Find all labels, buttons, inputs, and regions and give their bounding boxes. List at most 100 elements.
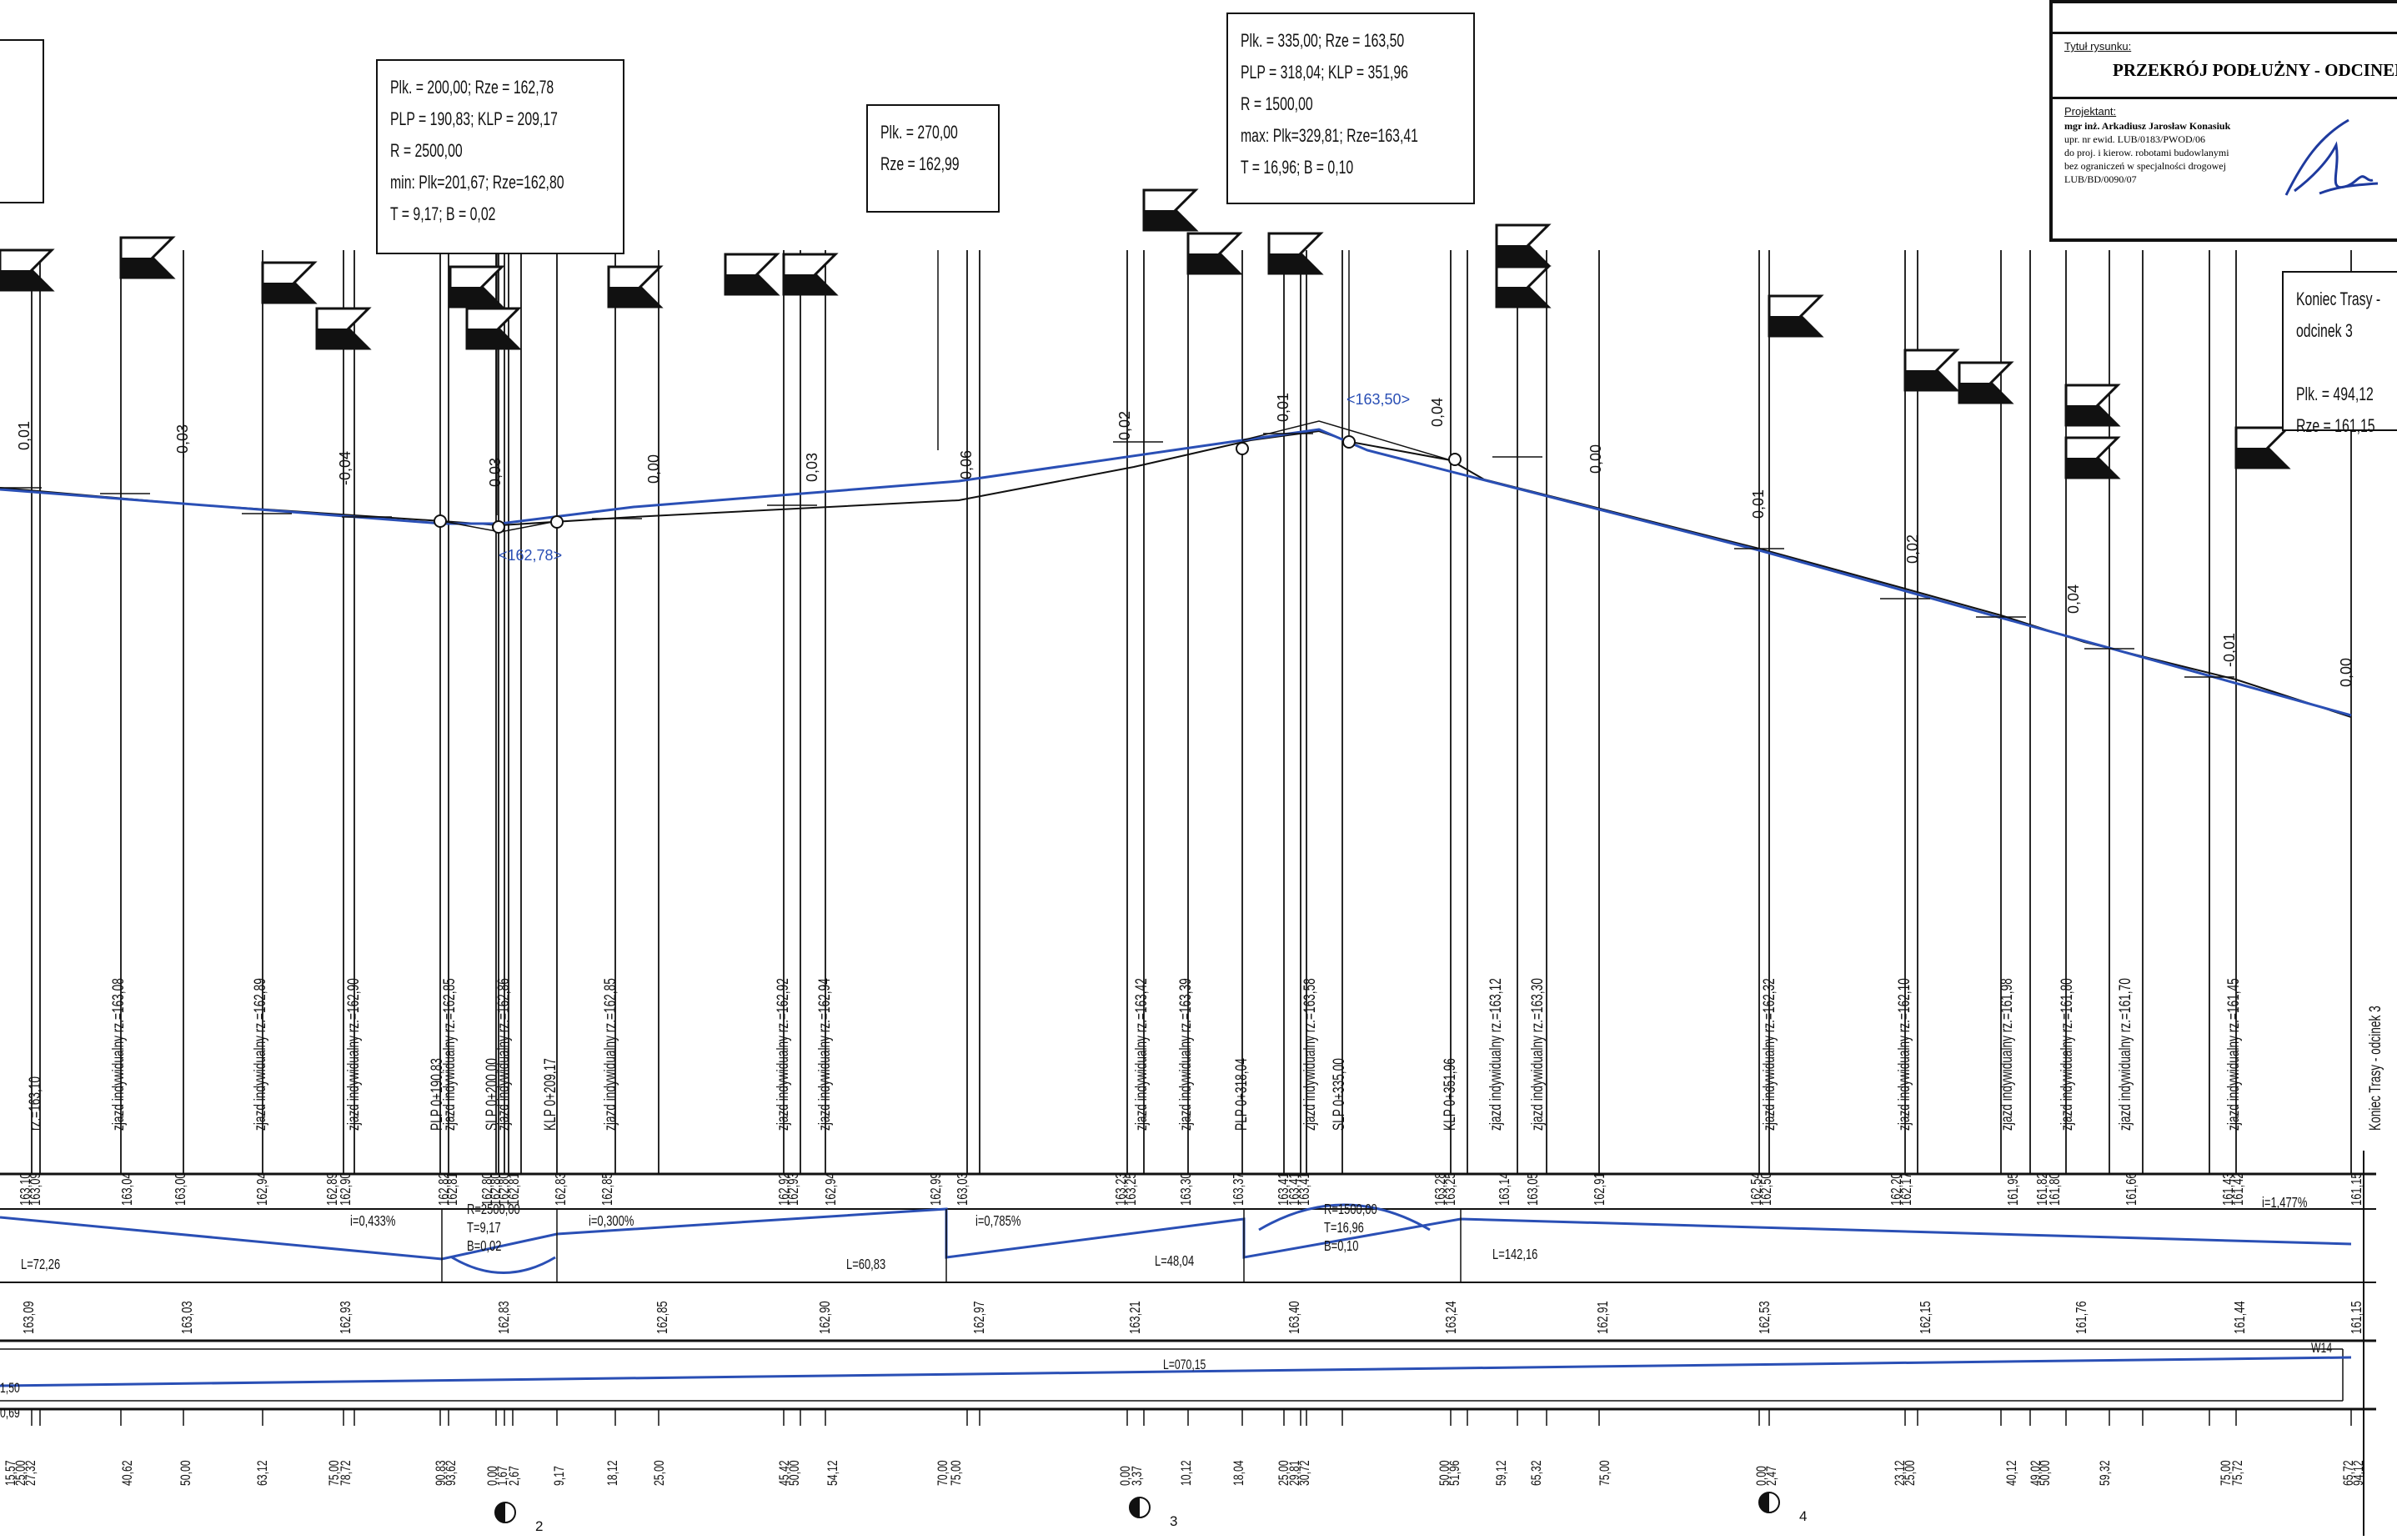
elevation-difference: 0,00	[645, 454, 662, 484]
elevation-difference: -0,04	[337, 451, 354, 485]
chainage-value: 0,00	[1754, 1466, 1769, 1486]
design-elevation: 161,76	[2074, 1301, 2090, 1334]
callout-text: odcinek 3	[2296, 322, 2353, 342]
station-description: zjazd indywidualny rz.=162,10	[1895, 978, 1913, 1131]
station-description: zjazd indywidualny rz.=163,58	[1301, 978, 1319, 1131]
designer-signature	[2284, 118, 2379, 196]
terrain-elevation: 163,25	[1123, 1172, 1140, 1206]
callout-text: Plk. = 335,00; Rze = 163,50	[1241, 32, 1404, 52]
chainage-value: 40,62	[120, 1460, 135, 1486]
terrain-elevation: 163,23	[1113, 1172, 1130, 1206]
chainage-value: 23,12	[1893, 1460, 1908, 1486]
chainage-value: 50,00	[2038, 1460, 2053, 1486]
terrain-elevation: 163,03	[955, 1172, 971, 1206]
curve-parameter: T=16,96	[1324, 1220, 1364, 1237]
plan-mark: W14	[2311, 1341, 2332, 1356]
hectometer-number: 3	[1170, 1513, 1177, 1529]
terrain-elevation: 162,94	[254, 1172, 271, 1206]
station-description: zjazd indywidualny rz.=162,86	[494, 978, 513, 1131]
station-flag	[467, 329, 519, 349]
callout-text: T = 9,17; B = 0,02	[390, 205, 495, 225]
chainage-value: 45,42	[777, 1460, 792, 1486]
callout-text: Plk. = 200,00; Rze = 162,78	[390, 78, 554, 98]
terrain-elevation: 161,66	[2124, 1172, 2140, 1206]
terrain-elevation: 163,14	[1497, 1172, 1513, 1206]
terrain-elevation: 161,80	[2047, 1172, 2064, 1206]
station-flag	[2066, 458, 2118, 478]
station-description: KLP 0+351,96	[1441, 1058, 1459, 1131]
station-flags	[0, 188, 2291, 479]
curve-parameter: B=0,02	[467, 1238, 501, 1255]
curve-point-marker	[550, 515, 564, 529]
curve-point-marker	[434, 514, 447, 528]
callout-box	[1226, 13, 1475, 204]
chainage-value: 25,00	[652, 1460, 667, 1486]
chainage-value: 40,12	[2004, 1460, 2019, 1486]
design-elevation: 162,97	[971, 1301, 988, 1334]
plan-length: L=070,15	[1163, 1357, 1206, 1372]
callout-box	[376, 59, 624, 254]
hectometer-number: 2	[535, 1518, 543, 1534]
grade-length: L=48,04	[1155, 1253, 1194, 1270]
curve-point-marker	[1342, 435, 1356, 449]
station-description: zjazd indywidualny rz.=162,89	[251, 978, 269, 1131]
design-elevation: 162,90	[817, 1301, 834, 1334]
chainage-value: 0,00	[1118, 1466, 1133, 1486]
station-flag	[1769, 316, 1821, 336]
elevation-difference: 0,06	[958, 450, 975, 479]
chainage-value: 25,00	[1903, 1460, 1918, 1486]
terrain-elevation: 162,54	[1748, 1172, 1765, 1206]
chainage-value: 50,00	[178, 1460, 193, 1486]
station-description: zjazd indywidualny rz.=161,45	[2224, 978, 2243, 1131]
chainage-value: 25,00	[1276, 1460, 1291, 1486]
chainage-value: 30,72	[1297, 1460, 1312, 1486]
design-grade-line	[0, 428, 2352, 717]
station-description: zjazd indywidualny rz.=163,30	[1528, 978, 1547, 1131]
curve-glyph	[451, 1256, 556, 1274]
terrain-elevation: 163,41	[1296, 1172, 1313, 1206]
curve-point-marker	[492, 520, 505, 534]
elevation-difference: 0,01	[16, 421, 33, 450]
design-elevation: 162,83	[496, 1301, 513, 1334]
grade-value: i=0,433%	[350, 1213, 395, 1230]
curve-point-marker	[1448, 453, 1462, 466]
plan-value: 1,50	[0, 1381, 20, 1396]
terrain-elevation: 161,42	[2230, 1172, 2247, 1206]
callout-box	[2282, 271, 2397, 431]
chainage-value: 75,00	[1597, 1460, 1612, 1486]
station-description: zjazd indywidualny rz.=161,70	[2116, 978, 2134, 1131]
chainage-value: 65,32	[1529, 1460, 1544, 1486]
terrain-elevation: 163,37	[1231, 1172, 1247, 1206]
station-description: zjazd indywidualny rz.=162,85	[440, 978, 459, 1131]
title-block: Tytuł rysunku: PRZEKRÓJ PODŁUŻNY - ODCIN…	[2049, 0, 2397, 242]
callout-text: Rze = 162,99	[880, 155, 960, 175]
chainage-value: 63,12	[255, 1460, 270, 1486]
station-description: zjazd indywidualny rz.=162,85	[601, 978, 619, 1131]
designer-licence: upr. nr ewid. LUB/0183/PWOD/06	[2064, 133, 2205, 145]
station-flag	[450, 287, 502, 307]
station-description: zjazd indywidualny rz.=162,90	[344, 978, 363, 1131]
chainage-value: 90,83	[434, 1460, 449, 1486]
design-elevation: 162,85	[654, 1301, 671, 1334]
elevation-difference: 0,01	[1750, 489, 1767, 519]
station-description: Koniec Trasy - odcinek 3	[2366, 1006, 2384, 1131]
chainage-value: 18,12	[605, 1460, 620, 1486]
elevation-difference: 0,03	[804, 453, 820, 482]
station-flag	[1144, 210, 1196, 230]
design-elevation: 162,15	[1918, 1301, 1934, 1334]
elevation-difference: -0,03	[487, 458, 504, 492]
station-flag	[2066, 405, 2118, 425]
curve-point-marker	[1236, 442, 1249, 455]
station-flag	[609, 287, 660, 307]
station-flag	[1497, 287, 1548, 307]
station-description: SLP 0+200,00	[483, 1058, 501, 1131]
design-elevation: 163,21	[1127, 1301, 1144, 1334]
terrain-elevation: 161,95	[2005, 1172, 2022, 1206]
chainage-value: 65,72	[2341, 1460, 2356, 1486]
profile-lines	[0, 250, 2352, 718]
grade-length: L=60,83	[846, 1257, 885, 1273]
terrain-elevation: 163,41	[1286, 1172, 1303, 1206]
chainage-value: 51,96	[1447, 1460, 1462, 1486]
terrain-elevation: 162,94	[823, 1172, 840, 1206]
